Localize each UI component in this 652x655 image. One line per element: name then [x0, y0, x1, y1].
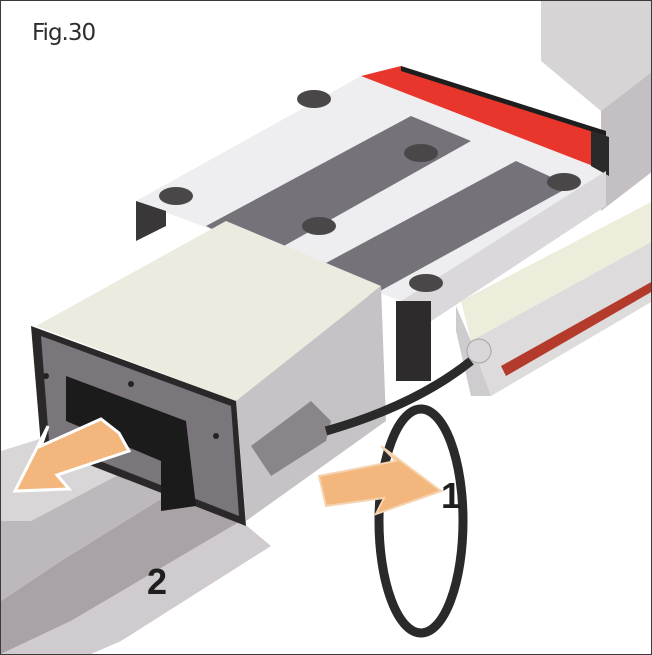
bolt-hole: [159, 187, 193, 205]
bolt-hole: [547, 173, 581, 191]
scale-bar: [456, 202, 651, 396]
bolt-hole: [302, 217, 336, 235]
callout-1: 1: [441, 475, 462, 516]
cable-loop: [374, 404, 468, 638]
arrow-2-icon: [12, 417, 132, 493]
arrow-1-icon: [317, 445, 444, 516]
bolt-hole: [409, 274, 443, 292]
bolt-hole: [404, 144, 438, 162]
figure-label: Fig.30: [32, 20, 96, 46]
bolt-hole: [297, 90, 331, 108]
callout-2: 2: [147, 561, 168, 602]
cable-assembly: [251, 357, 474, 638]
